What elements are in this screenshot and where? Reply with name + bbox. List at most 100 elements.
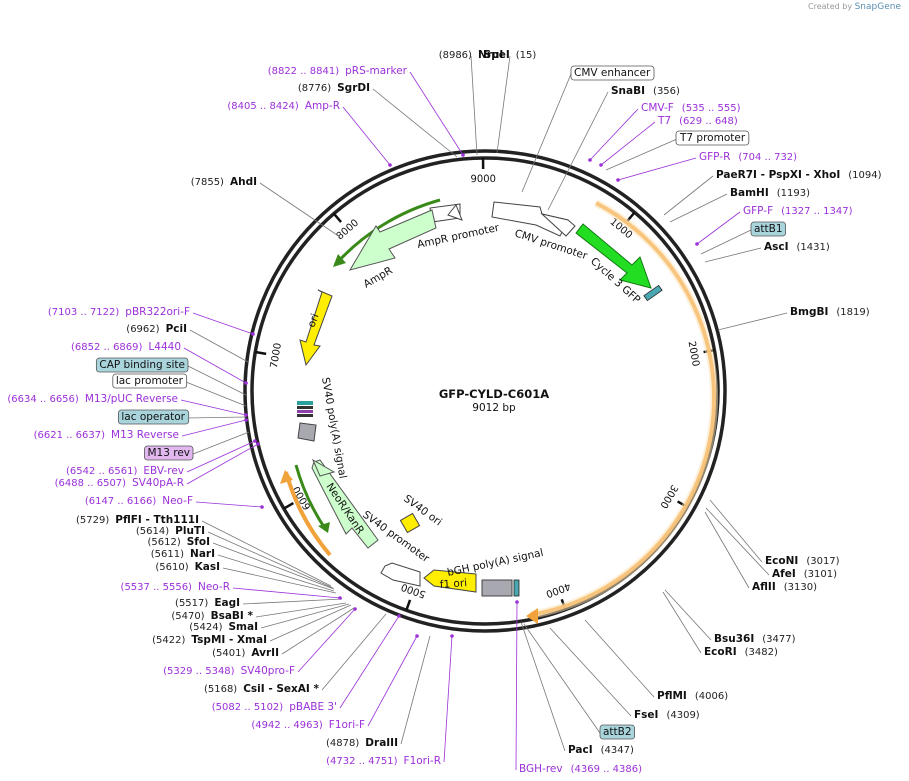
label-text: PflMI(4006) xyxy=(657,690,728,702)
leader-line xyxy=(207,531,334,589)
label-text: (8776)SgrDI xyxy=(298,82,370,94)
label-name: PflMI xyxy=(657,690,687,702)
map-label-tag: attB1 xyxy=(700,221,786,255)
label-name: AvrII xyxy=(251,647,279,659)
cyld-cds-arc-glow xyxy=(529,199,719,619)
label-text: EcoNI(3017) xyxy=(765,555,840,567)
leader-line xyxy=(192,312,254,335)
label-name: Bsu36I xyxy=(714,633,754,645)
label-position: (3130) xyxy=(784,582,817,593)
primer-site-marker xyxy=(397,614,401,618)
tick-mark xyxy=(283,501,294,510)
bgh-tag-marker xyxy=(513,579,520,597)
label-text: AscI(1431) xyxy=(764,241,830,253)
label-text: (6634 .. 6656)M13/pUC Reverse xyxy=(7,393,178,405)
label-position: (8986) xyxy=(439,50,472,61)
leader-line xyxy=(696,211,741,245)
label-name: AflII xyxy=(752,581,776,593)
leader-line xyxy=(520,621,566,752)
label-position: (1431) xyxy=(797,242,830,253)
label-text: (6542 .. 6561)EBV-rev xyxy=(66,465,184,477)
label-box xyxy=(144,445,194,461)
label-text: (8986) NruI xyxy=(439,49,504,61)
map-label-site: (5610)KasI xyxy=(155,561,337,594)
leader-line xyxy=(339,615,400,709)
map-label-site: (4878) DraIII xyxy=(326,635,431,749)
label-name: NarI xyxy=(190,548,215,560)
leader-line xyxy=(297,608,356,673)
map-label-site: (5424)SmaI xyxy=(189,603,350,633)
label-box xyxy=(599,724,635,740)
backbone-inner xyxy=(250,156,720,626)
label-position: (4878) xyxy=(326,738,359,749)
primer-site-marker xyxy=(353,607,357,611)
leader-line xyxy=(242,598,343,605)
label-position: (1193) xyxy=(777,188,810,199)
map-label-primer: (4942 .. 4963)F1ori-F xyxy=(251,634,419,731)
leader-line xyxy=(549,627,632,717)
label-text: (5401)AvrII xyxy=(212,647,279,659)
label-name: DraIII xyxy=(365,737,398,749)
label-position: (6634 .. 6656) xyxy=(7,394,79,405)
primer-site-marker xyxy=(251,332,255,336)
label-name: PacI xyxy=(568,744,593,756)
tick-mark xyxy=(255,350,267,356)
ori-arrow xyxy=(299,289,333,367)
map-label-tag: lac operator xyxy=(117,409,247,425)
label-position: (1327 .. 1347) xyxy=(781,206,853,217)
label-position: (5611) xyxy=(151,549,184,560)
leader-line xyxy=(600,121,656,166)
leader-line xyxy=(189,329,249,363)
label-name: NruI xyxy=(478,49,503,61)
map-label-primer: (6852 .. 6869)L4440 xyxy=(71,341,248,385)
primer-site-marker xyxy=(244,413,248,417)
map-label-site: PacI(4347) xyxy=(520,621,634,756)
leader-line xyxy=(185,381,247,407)
label-text: (5329 .. 5348) SV40pro-F xyxy=(163,665,295,677)
leader-line xyxy=(547,91,609,211)
leader-line xyxy=(669,193,728,223)
label-name: lac operator xyxy=(121,411,185,423)
map-label-primer: (8822 .. 8841)pRS-marker xyxy=(268,65,465,157)
leader-line xyxy=(521,73,572,193)
map-label-site: (7855)AhdI xyxy=(191,176,341,238)
leader-line xyxy=(212,542,335,590)
label-position: (5537 .. 5556) xyxy=(121,582,193,593)
tick-mark xyxy=(332,212,342,223)
label-name: BamHI xyxy=(730,187,769,199)
neor-arrowhead xyxy=(311,458,336,477)
bgh-polya-block xyxy=(481,579,513,597)
map-label-site: (5168)CsiI - SexAI * xyxy=(204,613,387,695)
label-name: T7 promoter xyxy=(679,132,746,144)
label-position: (5168) xyxy=(204,684,237,695)
label-name: AhdI xyxy=(230,176,257,188)
leader-line xyxy=(617,157,697,181)
label-text: GFP-F(1327 .. 1347) xyxy=(743,205,853,217)
label-position: (7103 .. 7122) xyxy=(48,307,120,318)
label-text: (6488 .. 6507)SV40pA-R xyxy=(55,477,184,489)
label-name: SV40pro-F xyxy=(241,665,295,677)
label-position: (3101) xyxy=(804,569,837,580)
map-label-site: AscI(1431) xyxy=(704,241,830,263)
credit-prefix: Created by xyxy=(808,2,853,11)
label-name: CMV-F xyxy=(641,102,674,114)
label-text: SpeI(15) xyxy=(484,49,537,61)
label-name: L4440 xyxy=(148,341,181,353)
label-position: (6962) xyxy=(126,324,159,335)
label-name: pBABE 3' xyxy=(289,701,337,713)
label-position: (5082 .. 5102) xyxy=(212,702,284,713)
label-position: (4309) xyxy=(666,710,699,721)
label-text: FseI(4309) xyxy=(634,709,700,721)
leader-line xyxy=(222,567,337,594)
primer-site-marker xyxy=(244,381,248,385)
tick-label: 9000 xyxy=(470,174,496,185)
label-position: (5329 .. 5348) xyxy=(163,666,235,677)
label-text: (8822 .. 8841)pRS-marker xyxy=(268,65,408,77)
label-ampr: AmpR xyxy=(362,265,395,291)
leader-line xyxy=(187,416,247,419)
leader-line xyxy=(259,182,341,238)
sv40-polya-block xyxy=(297,422,317,442)
map-label-site: (5611) NarI xyxy=(151,548,335,592)
map-label-primer: (6542 .. 6561)EBV-rev xyxy=(66,439,257,477)
label-text: T7 promoter xyxy=(679,132,746,144)
